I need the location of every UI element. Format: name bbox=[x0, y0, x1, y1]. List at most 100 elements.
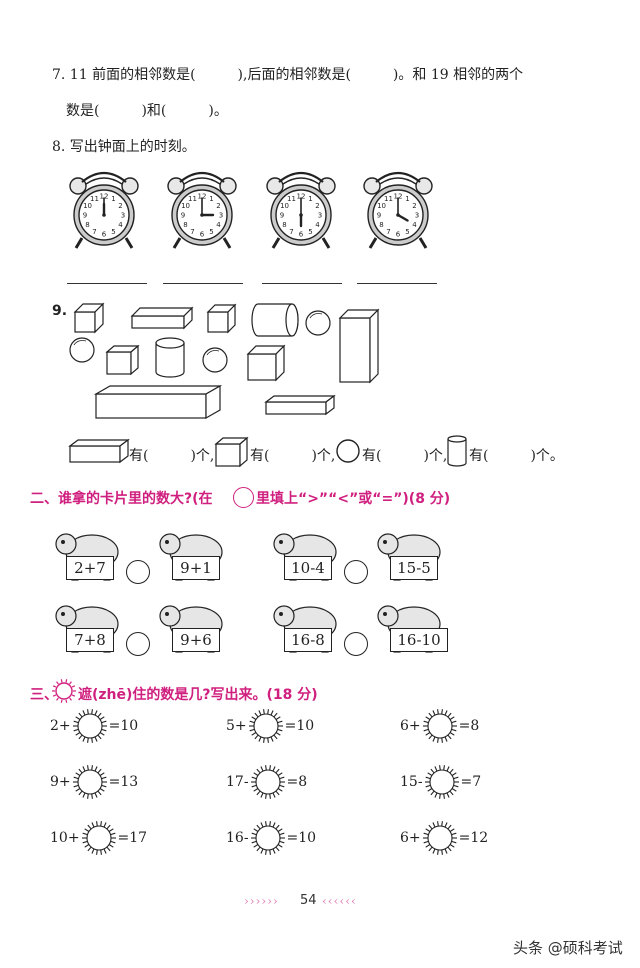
sun-icon[interactable] bbox=[249, 820, 287, 856]
circle-icon bbox=[233, 487, 254, 508]
number-card: 16-8 bbox=[284, 628, 332, 652]
equation-left: 16- bbox=[226, 830, 249, 846]
number-card: 15-5 bbox=[390, 556, 438, 580]
hour-hand bbox=[396, 213, 409, 222]
svg-text:4: 4 bbox=[216, 221, 221, 229]
svg-text:1: 1 bbox=[111, 195, 115, 203]
svg-text:7: 7 bbox=[190, 228, 194, 236]
svg-text:7: 7 bbox=[92, 228, 96, 236]
equation-right: =13 bbox=[108, 774, 139, 790]
answer-line[interactable] bbox=[67, 283, 147, 284]
equation-right: =10 bbox=[108, 718, 139, 734]
svg-text:1: 1 bbox=[405, 195, 409, 203]
svg-text:1: 1 bbox=[209, 195, 213, 203]
svg-text:6: 6 bbox=[200, 231, 205, 239]
svg-text:3: 3 bbox=[415, 212, 419, 220]
sun-icon[interactable] bbox=[80, 820, 118, 856]
svg-text:5: 5 bbox=[405, 228, 409, 236]
sphere-icon bbox=[202, 347, 228, 373]
equation-right: =10 bbox=[284, 718, 315, 734]
cube-icon bbox=[214, 436, 249, 468]
svg-text:12: 12 bbox=[394, 193, 403, 201]
number-card: 10-4 bbox=[284, 556, 332, 580]
sun-icon[interactable] bbox=[421, 820, 459, 856]
svg-text:4: 4 bbox=[412, 221, 417, 229]
svg-text:5: 5 bbox=[209, 228, 213, 236]
count-cube-text: 有( )个, bbox=[250, 448, 336, 464]
number-card: 9+1 bbox=[172, 556, 220, 580]
equation: 10+=17 bbox=[50, 820, 147, 856]
section-2-title-part2: 里填上“>”“<”或“=”)(8 分) bbox=[256, 491, 451, 507]
svg-text:8: 8 bbox=[379, 221, 383, 229]
question-7-line2: 数是( )和( )。 bbox=[66, 103, 228, 119]
equation: 6+ =12 bbox=[400, 820, 488, 856]
sun-icon[interactable] bbox=[249, 764, 287, 800]
watermark: 头条 @硕科考试 bbox=[513, 939, 623, 957]
equation: 2+ =10 bbox=[50, 708, 138, 744]
equation-left: 6+ bbox=[400, 830, 421, 846]
sun-icon bbox=[52, 679, 76, 703]
count-cylinder-text: 有( )个。 bbox=[469, 448, 564, 464]
equation-left: 10+ bbox=[50, 830, 80, 846]
answer-line[interactable] bbox=[262, 283, 342, 284]
svg-text:6: 6 bbox=[102, 231, 107, 239]
cylinder-icon bbox=[447, 435, 467, 467]
count-sphere-text: 有( )个, bbox=[362, 448, 448, 464]
svg-text:2: 2 bbox=[118, 202, 122, 210]
equation-right: =10 bbox=[286, 830, 317, 846]
equation-left: 6+ bbox=[400, 718, 421, 734]
svg-text:11: 11 bbox=[188, 195, 197, 203]
svg-text:8: 8 bbox=[85, 221, 89, 229]
footer-left-arrows: ›››››› bbox=[244, 894, 279, 908]
svg-text:1: 1 bbox=[308, 195, 312, 203]
equation-right: =12 bbox=[458, 830, 489, 846]
number-card: 9+6 bbox=[172, 628, 220, 652]
equation-left: 2+ bbox=[50, 718, 71, 734]
solid-shapes-figure bbox=[69, 302, 380, 420]
cuboid-icon bbox=[130, 306, 194, 330]
equation: 6+=8 bbox=[400, 708, 479, 744]
cube-icon bbox=[73, 302, 105, 334]
section-3-title-part2: 遮(zhē)住的数是几?写出来。(18 分) bbox=[78, 687, 318, 703]
cuboid-icon bbox=[93, 384, 223, 420]
svg-text:9: 9 bbox=[181, 212, 185, 220]
svg-text:7: 7 bbox=[386, 228, 390, 236]
svg-text:10: 10 bbox=[181, 202, 190, 210]
answer-line[interactable] bbox=[163, 283, 243, 284]
cuboid-icon bbox=[68, 438, 130, 464]
compare-answer-circle[interactable] bbox=[344, 560, 368, 584]
svg-text:2: 2 bbox=[216, 202, 220, 210]
sun-icon[interactable] bbox=[71, 764, 109, 800]
sphere-icon bbox=[336, 439, 360, 463]
number-card: 2+7 bbox=[66, 556, 114, 580]
sun-icon[interactable] bbox=[71, 708, 109, 744]
sun-icon[interactable] bbox=[423, 764, 461, 800]
cuboid-icon bbox=[264, 394, 336, 416]
compare-answer-circle[interactable] bbox=[126, 560, 150, 584]
compare-answer-circle[interactable] bbox=[344, 632, 368, 656]
sphere-icon bbox=[69, 337, 95, 363]
answer-line[interactable] bbox=[357, 283, 437, 284]
svg-text:11: 11 bbox=[90, 195, 99, 203]
svg-text:6: 6 bbox=[299, 231, 304, 239]
svg-text:6: 6 bbox=[396, 231, 401, 239]
svg-text:4: 4 bbox=[315, 221, 320, 229]
count-cuboid-text: 有( )个, bbox=[129, 448, 215, 464]
sun-icon[interactable] bbox=[247, 708, 285, 744]
equation-right: =8 bbox=[286, 774, 308, 790]
cube-icon bbox=[105, 344, 140, 376]
cube-icon bbox=[206, 303, 237, 334]
equation: 16- =10 bbox=[226, 820, 316, 856]
page-number: 54 bbox=[300, 893, 317, 908]
sun-icon[interactable] bbox=[421, 708, 459, 744]
svg-text:3: 3 bbox=[219, 212, 223, 220]
sphere-icon bbox=[305, 310, 331, 336]
compare-answer-circle[interactable] bbox=[126, 632, 150, 656]
equation-left: 15- bbox=[400, 774, 423, 790]
svg-text:10: 10 bbox=[377, 202, 386, 210]
equation: 5+=10 bbox=[226, 708, 314, 744]
